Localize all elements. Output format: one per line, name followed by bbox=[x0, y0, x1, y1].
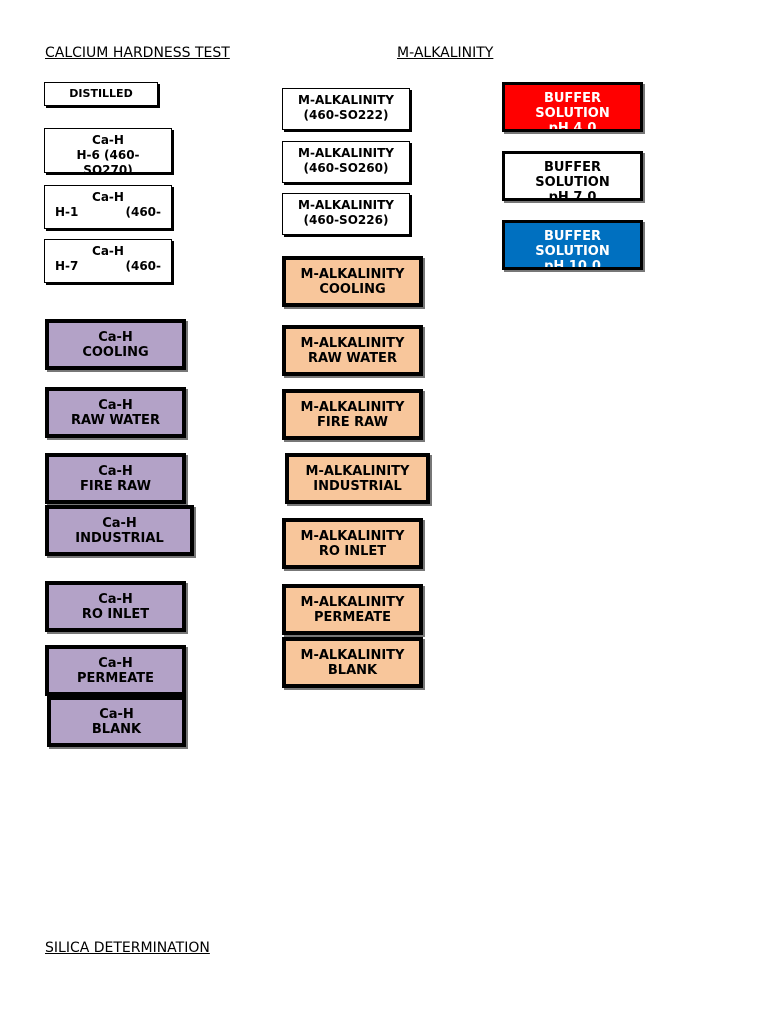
label-malk-raw-water: M-ALKALINITY RAW WATER bbox=[282, 325, 423, 376]
label-cah-cooling: Ca-H COOLING bbox=[45, 319, 186, 370]
label-cah-industrial: Ca-H INDUSTRIAL bbox=[45, 505, 194, 556]
heading-m-alkalinity: M-ALKALINITY bbox=[397, 45, 494, 61]
label-distilled-text: DISTILLED bbox=[69, 87, 133, 100]
label-line2: RAW WATER bbox=[71, 412, 160, 428]
label-line2: COOLING bbox=[319, 281, 386, 297]
label-malk-cooling: M-ALKALINITY COOLING bbox=[282, 256, 423, 307]
label-line2: SOLUTION bbox=[535, 106, 610, 121]
label-line2: SOLUTION bbox=[535, 244, 610, 259]
label-line1: Ca-H bbox=[92, 244, 124, 258]
label-left: H-1 bbox=[55, 205, 79, 219]
label-line1: Ca-H bbox=[92, 190, 124, 204]
label-cah-raw-water: Ca-H RAW WATER bbox=[45, 387, 186, 438]
label-line2: (460-SO226) bbox=[303, 213, 389, 227]
label-line2: FIRE RAW bbox=[80, 478, 151, 494]
label-line2: PERMEATE bbox=[313, 609, 392, 625]
label-buffer-ph10: BUFFER SOLUTION pH 10.0 bbox=[502, 220, 643, 270]
label-line1: Ca-H bbox=[98, 591, 133, 607]
label-line1: M-ALKALINITY bbox=[300, 647, 405, 663]
label-line1: Ca-H bbox=[92, 133, 124, 147]
label-malk-industrial: M-ALKALINITY INDUSTRIAL bbox=[285, 453, 430, 504]
label-cah-blank: Ca-H BLANK bbox=[47, 696, 186, 747]
label-line2: COOLING bbox=[82, 344, 149, 360]
label-cah-permeate: Ca-H PERMEATE bbox=[45, 645, 186, 696]
label-line1: Ca-H bbox=[98, 463, 133, 479]
label-line2: BLANK bbox=[327, 662, 378, 678]
label-line2: H-6 (460- bbox=[76, 148, 140, 162]
label-right: (460- bbox=[125, 205, 161, 219]
label-line3: SO270) bbox=[83, 163, 133, 173]
label-line1: M-ALKALINITY bbox=[298, 146, 394, 160]
label-line1: M-ALKALINITY bbox=[305, 463, 410, 479]
label-line1: Ca-H bbox=[98, 329, 133, 345]
label-line2: SOLUTION bbox=[535, 175, 610, 190]
label-line1: M-ALKALINITY bbox=[300, 266, 405, 282]
label-line2: (460-SO222) bbox=[303, 108, 389, 122]
label-malk-permeate: M-ALKALINITY PERMEATE bbox=[282, 584, 423, 635]
label-line2: RAW WATER bbox=[308, 350, 397, 366]
label-line3: pH 10.0 bbox=[544, 259, 601, 270]
label-line1: Ca-H bbox=[102, 515, 137, 531]
label-line3: pH 4.0 bbox=[548, 121, 597, 132]
label-buffer-ph4: BUFFER SOLUTION pH 4.0 bbox=[502, 82, 643, 132]
label-line1: BUFFER bbox=[543, 160, 602, 175]
label-distilled: DISTILLED bbox=[44, 82, 158, 106]
heading-calcium-hardness: CALCIUM HARDNESS TEST bbox=[45, 45, 230, 61]
label-line1: M-ALKALINITY bbox=[300, 528, 405, 544]
label-malk-so226: M-ALKALINITY (460-SO226) bbox=[282, 193, 410, 235]
label-line1: Ca-H bbox=[98, 655, 133, 671]
label-line2: INDUSTRIAL bbox=[313, 478, 402, 494]
label-cah-ro-inlet: Ca-H RO INLET bbox=[45, 581, 186, 632]
label-cah-h1: Ca-H H-1 (460- bbox=[44, 185, 172, 229]
label-line2: RO INLET bbox=[81, 606, 150, 622]
label-line1: BUFFER bbox=[543, 91, 602, 106]
label-right: (460- bbox=[125, 259, 161, 273]
label-line1: BUFFER bbox=[543, 229, 602, 244]
label-line1: M-ALKALINITY bbox=[298, 93, 394, 107]
label-line1: M-ALKALINITY bbox=[300, 594, 405, 610]
label-line1: M-ALKALINITY bbox=[300, 399, 405, 415]
label-line2: (460-SO260) bbox=[303, 161, 389, 175]
label-malk-so222: M-ALKALINITY (460-SO222) bbox=[282, 88, 410, 130]
label-line2: BLANK bbox=[91, 721, 142, 737]
label-line2: RO INLET bbox=[318, 543, 387, 559]
label-cah-h6: Ca-H H-6 (460- SO270) bbox=[44, 128, 172, 173]
label-line2: PERMEATE bbox=[76, 670, 155, 686]
label-line2: INDUSTRIAL bbox=[75, 530, 164, 546]
label-malk-blank: M-ALKALINITY BLANK bbox=[282, 637, 423, 688]
label-line1: M-ALKALINITY bbox=[300, 335, 405, 351]
label-buffer-ph7: BUFFER SOLUTION pH 7.0 bbox=[502, 151, 643, 201]
label-left: H-7 bbox=[55, 259, 79, 273]
label-malk-fire-raw: M-ALKALINITY FIRE RAW bbox=[282, 389, 423, 440]
label-line1: Ca-H bbox=[98, 397, 133, 413]
label-cah-h7: Ca-H H-7 (460- bbox=[44, 239, 172, 283]
label-line3: pH 7.0 bbox=[548, 190, 597, 201]
heading-silica: SILICA DETERMINATION bbox=[45, 940, 210, 956]
label-line1: M-ALKALINITY bbox=[298, 198, 394, 212]
label-cah-fire-raw: Ca-H FIRE RAW bbox=[45, 453, 186, 504]
label-line1: Ca-H bbox=[99, 706, 134, 722]
label-line2: FIRE RAW bbox=[317, 414, 388, 430]
label-malk-ro-inlet: M-ALKALINITY RO INLET bbox=[282, 518, 423, 569]
label-malk-so260: M-ALKALINITY (460-SO260) bbox=[282, 141, 410, 183]
